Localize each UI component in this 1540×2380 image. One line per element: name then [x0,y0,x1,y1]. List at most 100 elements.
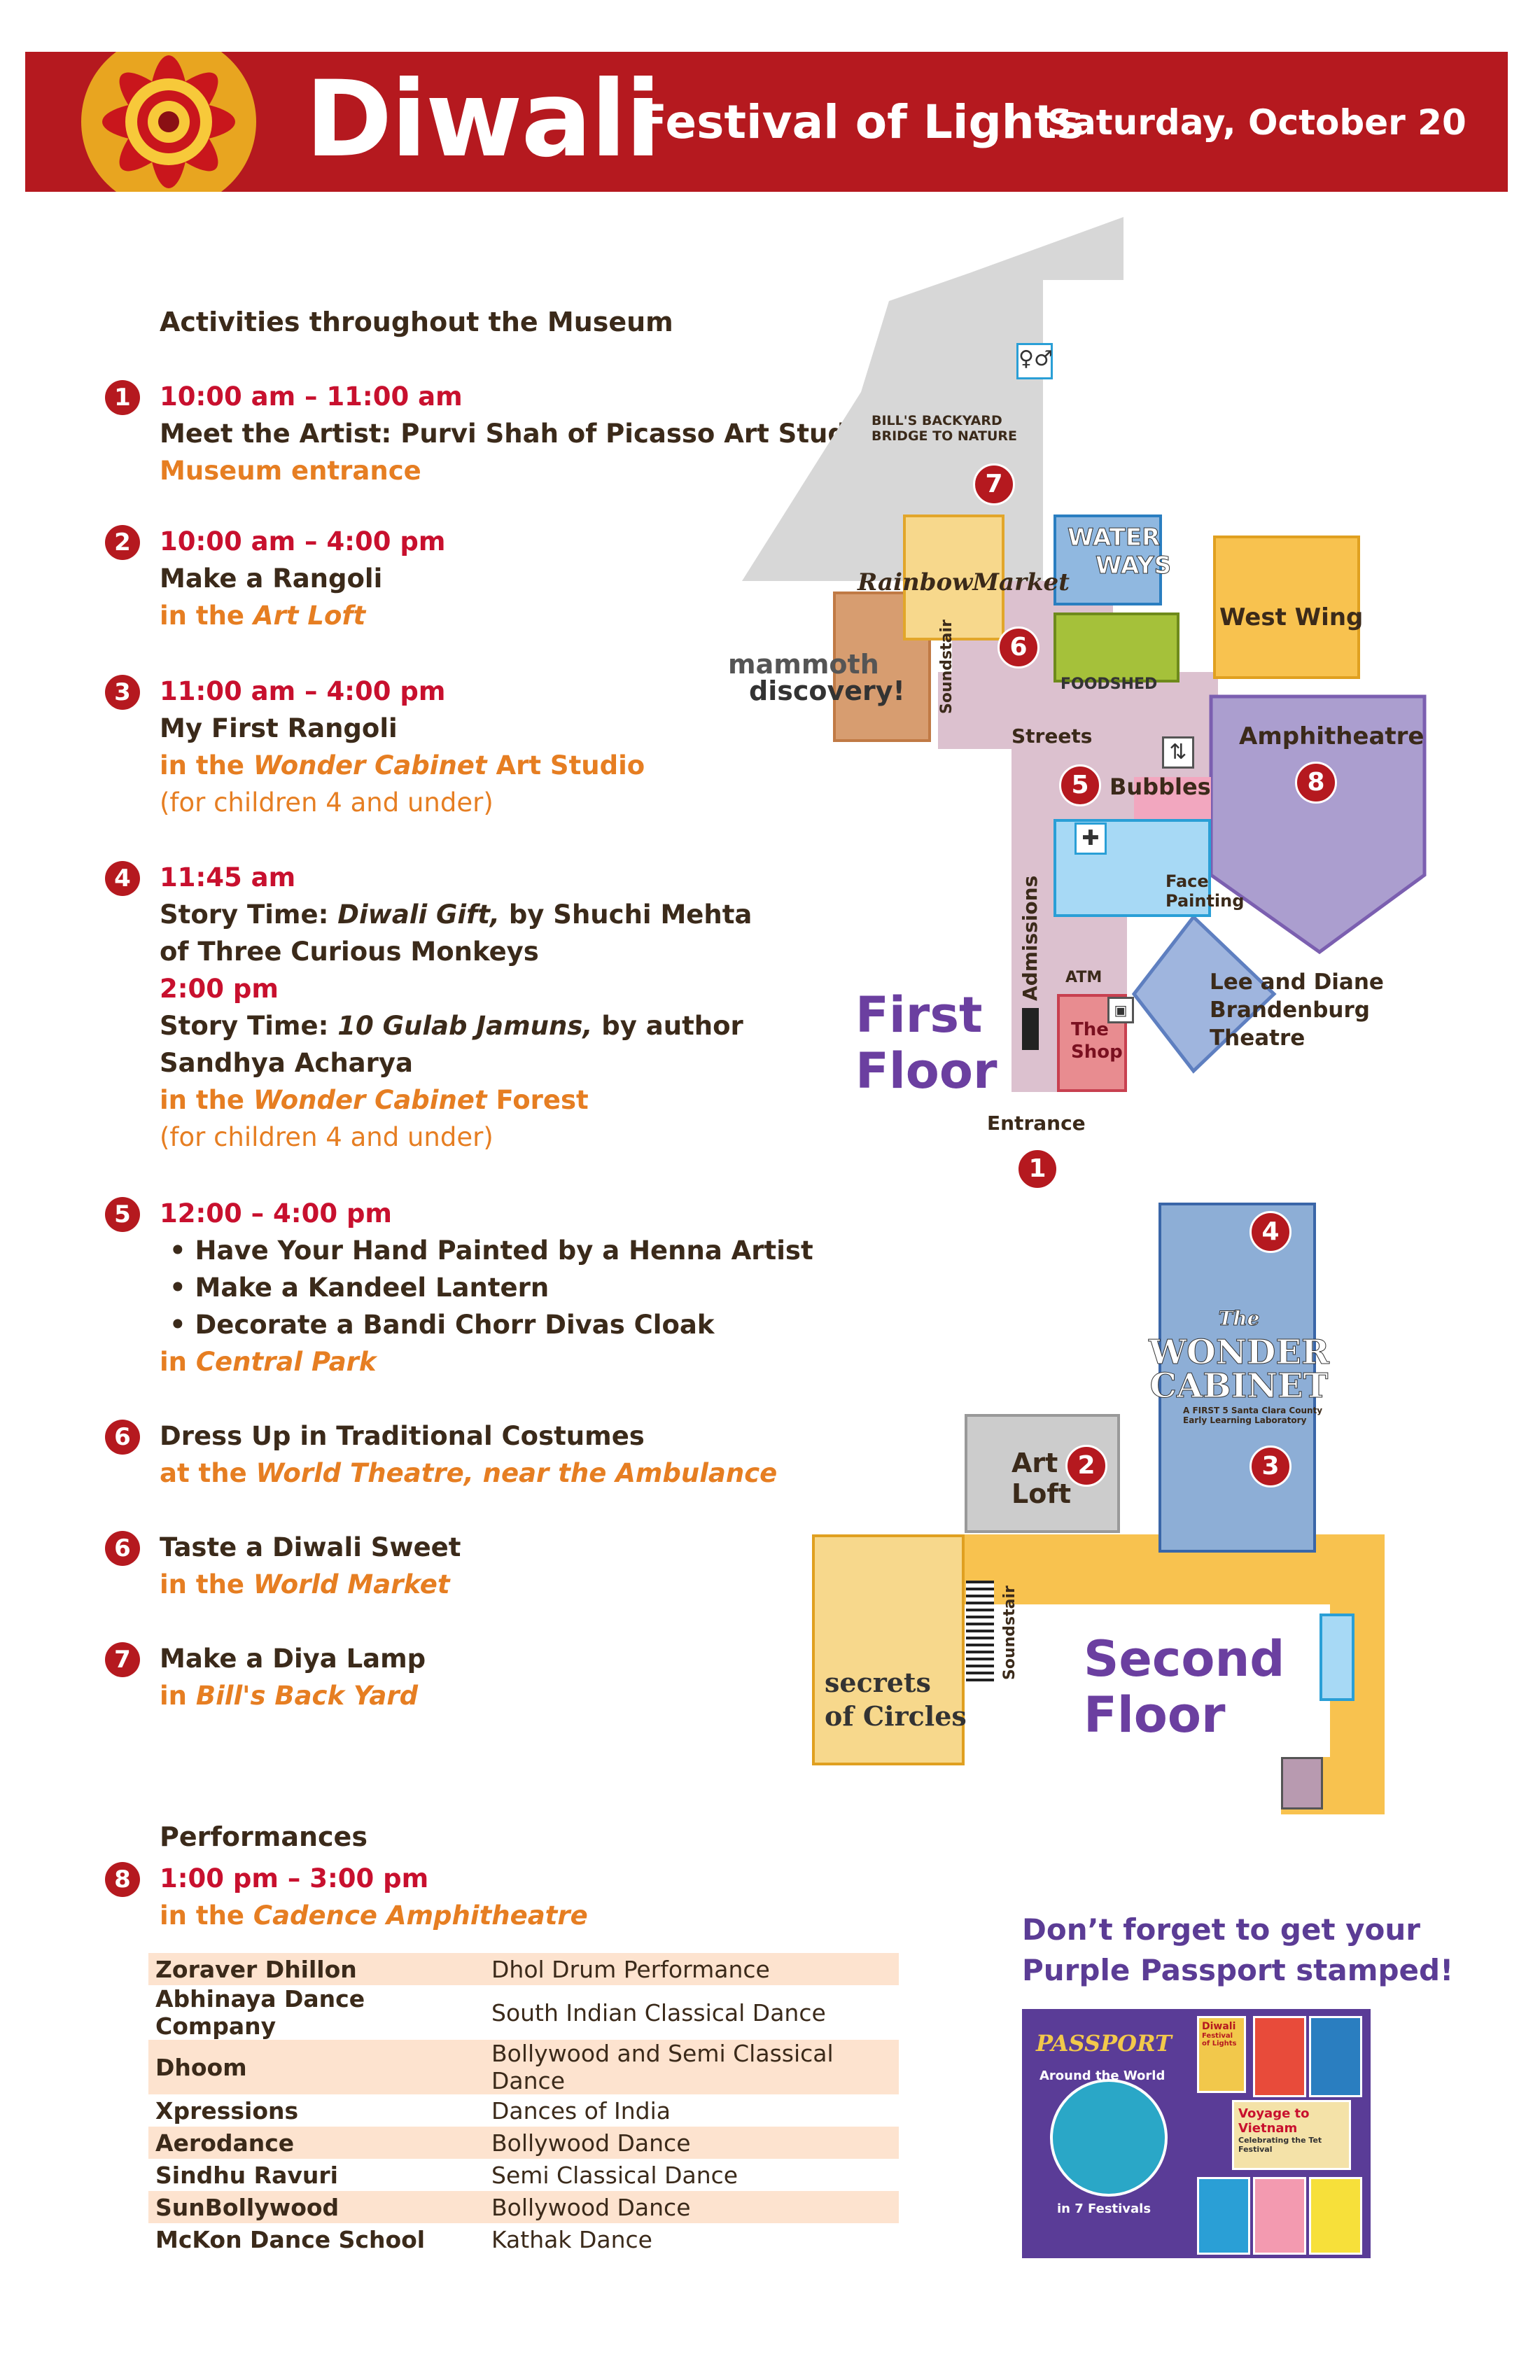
map-marker-4: 4 [1250,1211,1292,1253]
activity-item: 11:00 am – 4:00 pm My First Rangoli in t… [160,676,645,818]
activity-item: 10:00 am – 11:00 am Meet the Artist: Pur… [160,382,873,486]
second-floor-corridor [965,1534,1385,1604]
shop-room [1057,994,1127,1092]
map-marker-8: 8 [1295,762,1337,804]
map-marker-1: 1 [1016,1148,1058,1190]
wonder-cabinet-room [1158,1203,1316,1553]
activities-heading: Activities throughout the Museum [160,307,673,337]
admissions-desk [1022,1008,1039,1050]
performances-heading: Performances [160,1821,368,1852]
passport-around: Around the World [1040,2068,1166,2083]
passport-card [1253,2016,1306,2097]
water-ways-room [1054,514,1162,606]
map-marker-2: 2 [1065,1445,1107,1487]
map-marker-3: 3 [1250,1446,1292,1488]
activity-item: 12:00 – 4:00 pm Have Your Hand Painted b… [160,1195,813,1380]
rainbow-market-room [903,514,1004,640]
passport-card [1309,2016,1362,2097]
rainbow-market-label: RainbowMarket [858,568,1070,596]
map-marker-7: 7 [973,463,1015,505]
activity-number: 6 [105,1420,140,1455]
activity-number: 1 [105,380,140,415]
activity-number: 6 [105,1531,140,1566]
foodshed-room [1054,612,1180,682]
first-aid-icon: ✚ [1074,822,1107,855]
soundstair-label: Soundstair [938,620,955,714]
restroom-room [1320,1614,1354,1701]
activity-item: 10:00 am – 4:00 pm Make a Rangoli in the… [160,526,446,631]
activity-item: Dress Up in Traditional Costumes at the … [160,1421,778,1488]
map-marker-6: 6 [997,626,1040,668]
passport-card [1253,2177,1306,2255]
secrets-of-circles-room [812,1534,965,1765]
elevator-room [1281,1757,1323,1809]
activity-number: 7 [105,1642,140,1677]
header-banner: Diwali Festival of Lights Saturday, Octo… [25,52,1508,192]
performance-number: 8 [105,1862,140,1897]
mandala-icon [81,52,256,192]
face-painting-room [1054,819,1211,917]
bubbles-room [1134,777,1211,819]
passport-card [1197,2177,1250,2255]
foodshed-label: FOODSHED [1060,676,1158,693]
streets-label: Streets [1011,724,1093,748]
entrance-label: Entrance [987,1112,1086,1135]
activity-number: 4 [105,861,140,896]
activity-item: Make a Diya Lamp in Bill's Back Yard [160,1644,426,1711]
elevator-icon: ⇅ [1162,736,1194,769]
soundstair-label: Soundstair [1001,1586,1018,1680]
soundstair [966,1581,994,1686]
performance-info: 1:00 pm – 3:00 pm in the Cadence Amphith… [160,1863,588,1931]
wonder-cabinet-label: The WONDER CABINET [1149,1307,1330,1406]
passport-image: PASSPORT Around the World in 7 Festivals… [1022,2009,1371,2258]
mammoth-room [833,592,931,742]
passport-card [1309,2177,1362,2255]
admissions-label: Admissions [1018,875,1042,1001]
page-subtitle: Festival of Lights [636,95,1084,149]
activity-number: 5 [105,1197,140,1232]
activity-number: 2 [105,525,140,560]
restroom-icon: ♀♂ [1016,343,1053,379]
atm-icon: ▣ [1107,997,1134,1023]
activity-number: 3 [105,675,140,710]
passport-title: PASSPORT [1036,2030,1172,2057]
passport-festivals: in 7 Festivals [1057,2202,1152,2216]
activity-item: Taste a Diwali Sweet in the World Market [160,1532,461,1600]
second-floor-corridor-east [1330,1534,1385,1814]
bubbles-label: Bubbles [1110,774,1211,800]
second-floor-corridor-south [1281,1757,1385,1814]
globe-icon [1050,2079,1168,2197]
atm-label: ATM [1065,969,1102,986]
activity-item: 11:45 am Story Time: Diwali Gift, by Shu… [160,862,752,1152]
art-loft-room [965,1414,1120,1533]
page-title: Diwali [305,59,662,181]
event-date: Saturday, October 20 [1047,102,1466,143]
amphitheatre-label: Amphitheatre [1239,722,1424,750]
west-wing-room [1213,536,1360,679]
passport-reminder: Don’t forget to get your Purple Passport… [1022,1912,1454,1987]
map-marker-5: 5 [1059,764,1101,806]
west-wing-label: West Wing [1219,603,1364,631]
